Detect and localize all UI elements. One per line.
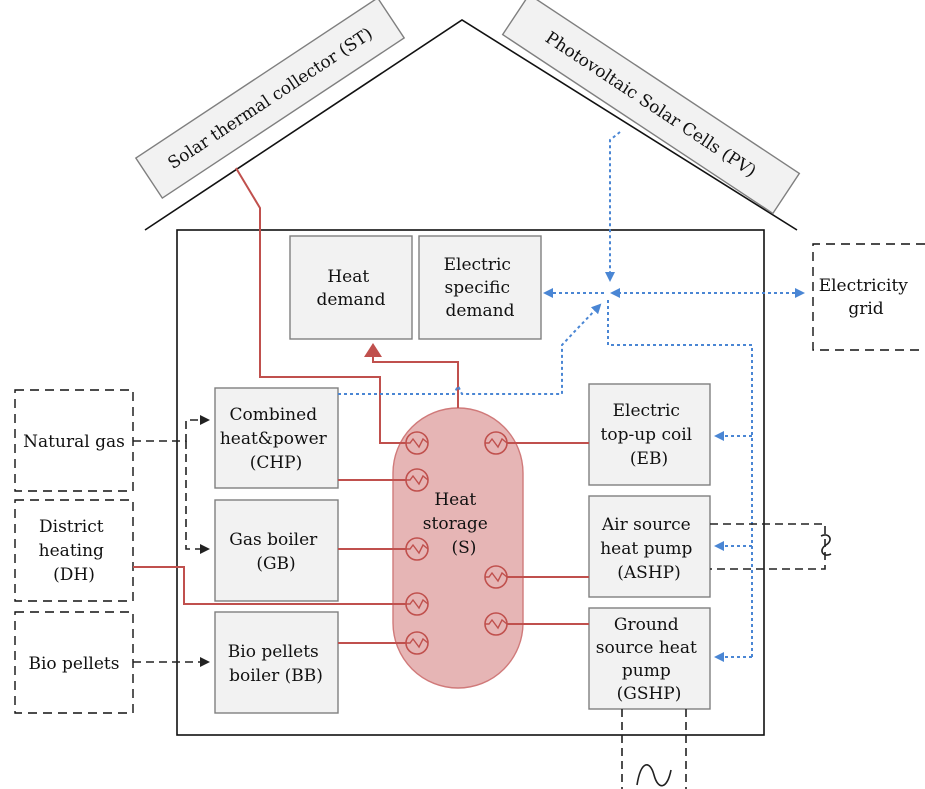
gas-boiler-box: Gas boiler (GB): [214, 499, 339, 602]
svg-text:Electric top-up coil: Electric top-up coil (EB): [601, 401, 698, 469]
district-heating-box: District heating (DH): [14, 499, 134, 602]
svg-text:Bio pellets boiler (BB): Bio pellets boiler (BB): [228, 642, 324, 686]
svg-text:Bio pellets: Bio pellets: [28, 654, 119, 674]
svg-text:Electric specific: Electric specific demand: [444, 255, 517, 321]
svg-text:Gas boiler (GB): Gas boiler (GB): [229, 530, 322, 574]
natural-gas-box: Natural gas: [14, 389, 134, 492]
svg-text:Solar thermal collector (ST): Solar thermal collector (ST): [165, 24, 377, 174]
heat-demand-box: Heat demand: [289, 235, 413, 340]
svg-text:Combined heat&power: Combined heat&power (CHP): [220, 405, 332, 473]
svg-text:Air source heat pump: Air source heat pump (ASHP): [600, 515, 698, 583]
svg-text:Natural gas: Natural gas: [23, 432, 125, 452]
house-outline: [144, 19, 798, 736]
electric-demand-box: Electric specific demand: [418, 235, 542, 340]
svg-text:Photovoltaic Solar Cells (PV): Photovoltaic Solar Cells (PV): [541, 28, 759, 182]
electricity-grid-box: Electricity grid: [812, 243, 925, 351]
bio-boiler-box: Bio pellets boiler (BB): [214, 611, 339, 714]
electric-flow-lines: [338, 131, 805, 662]
heat-demand-arrow: [364, 343, 382, 357]
svg-text:Electricity grid: Electricity grid: [819, 276, 914, 319]
photovoltaic-panel: Photovoltaic Solar Cells (PV): [501, 0, 801, 215]
heat-flow-lines: [133, 167, 589, 644]
eb-box: Electric top-up coil (EB): [588, 383, 711, 486]
air-source-icon: [820, 534, 832, 556]
ground-source-icon: [636, 764, 672, 787]
svg-text:Heat storage (S): Heat storage (S): [423, 490, 493, 558]
solar-thermal-panel: Solar thermal collector (ST): [134, 0, 406, 200]
ashp-box: Air source heat pump (ASHP): [588, 495, 711, 598]
bio-pellets-box: Bio pellets: [14, 611, 134, 714]
svg-text:District heating (: District heating (DH): [39, 517, 110, 585]
chp-box: Combined heat&power (CHP): [214, 387, 339, 489]
svg-text:Heat demand: Heat demand: [316, 267, 385, 310]
gshp-box: Ground source heat pump (GSHP): [588, 607, 711, 710]
svg-text:Ground source heat: Ground source heat pump (GSHP): [596, 615, 702, 704]
